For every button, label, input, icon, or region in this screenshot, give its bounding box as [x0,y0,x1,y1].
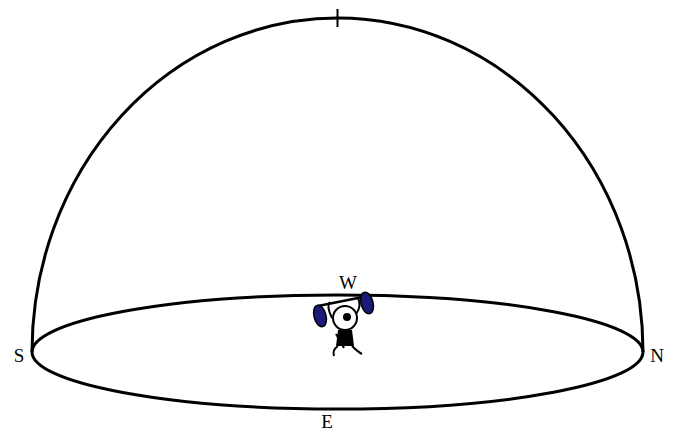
zenith-tick [337,9,339,27]
direction-label: E [321,412,333,431]
direction-label: N [650,346,664,365]
dome-arc [32,18,643,352]
horizon-ellipse [32,295,643,409]
direction-label: S [14,346,25,365]
direction-label: W [339,273,357,292]
weightlifter-figure [311,291,375,356]
